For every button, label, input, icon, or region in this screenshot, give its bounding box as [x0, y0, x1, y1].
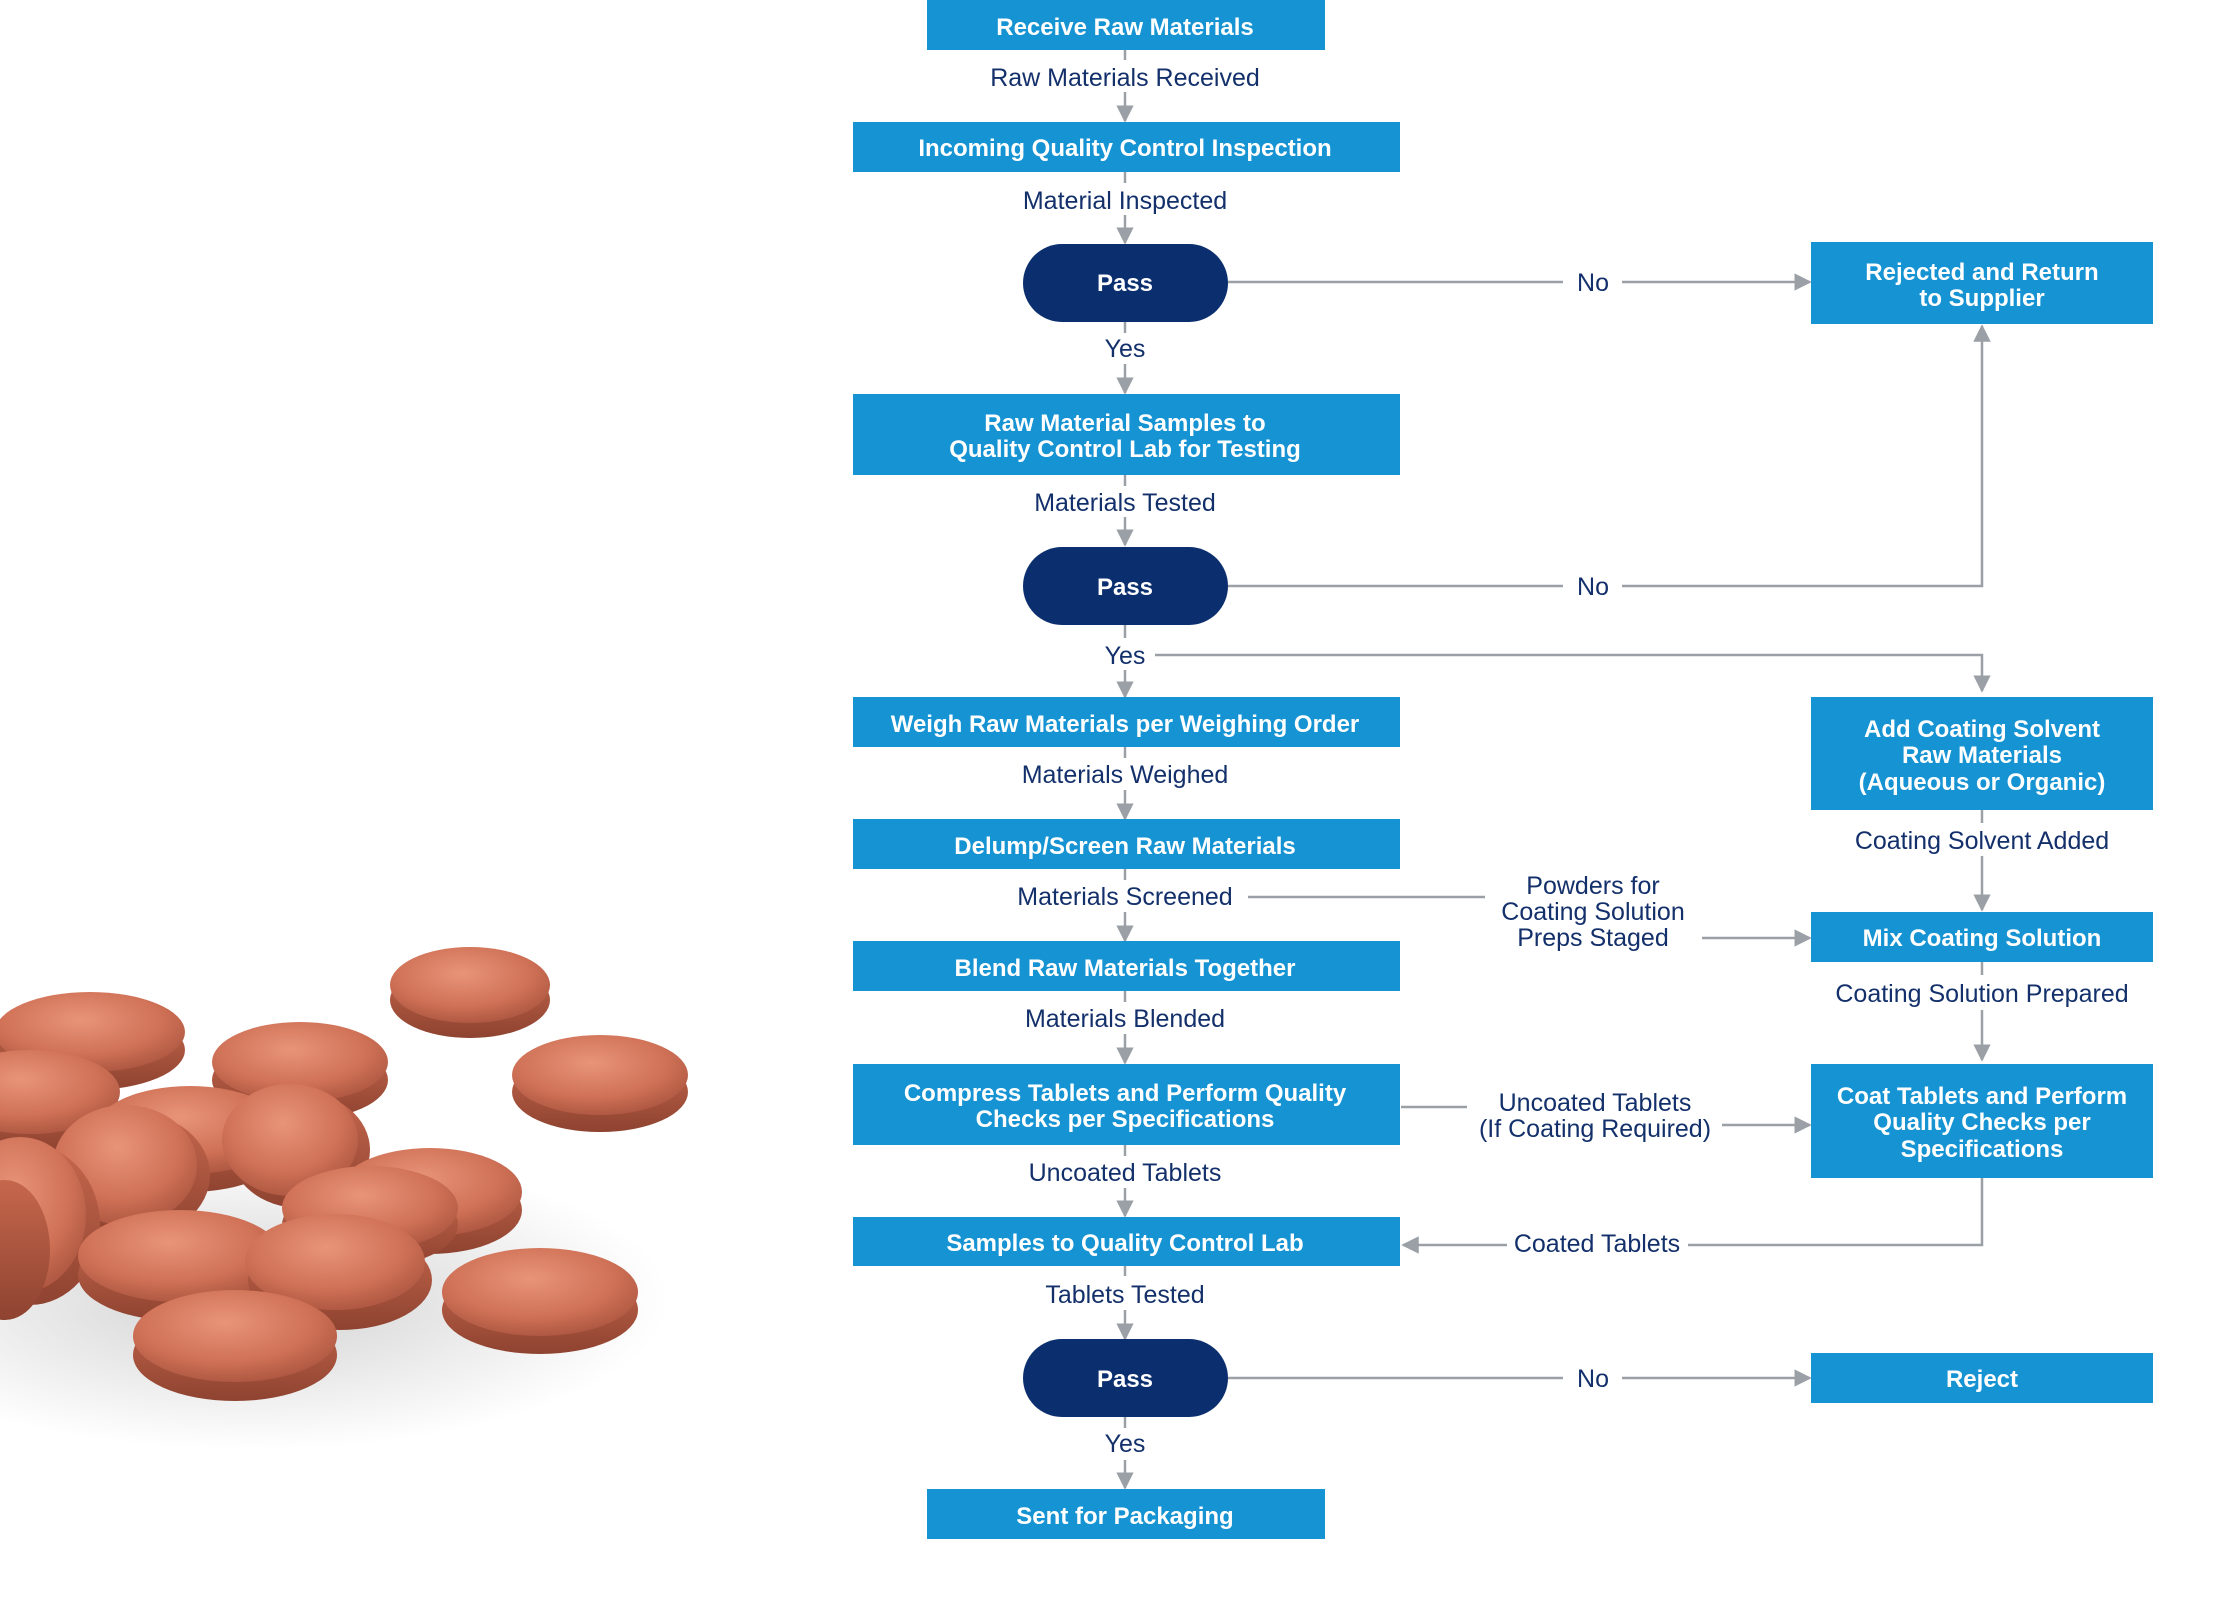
decision-pass-1: Pass	[1023, 244, 1228, 322]
connector	[1622, 324, 1991, 588]
decision-label: Pass	[1097, 270, 1153, 297]
label-yes: Yes	[1105, 1430, 1146, 1458]
label-powders-staged: Coating Solution	[1501, 898, 1684, 926]
label-uncoated-if-required: (If Coating Required)	[1479, 1115, 1711, 1143]
box-label: Samples to Quality Control Lab	[946, 1230, 1303, 1257]
box-mix-coating-solution: Mix Coating Solution	[1811, 912, 2153, 962]
box-samples-to-qc-lab: Samples to Quality Control Lab	[853, 1217, 1400, 1266]
pill	[442, 1248, 638, 1354]
box-label: Quality Checks per	[1873, 1109, 2090, 1136]
box-label: Weigh Raw Materials per Weighing Order	[891, 711, 1360, 738]
box-coat-tablets: Coat Tablets and Perform Quality Checks …	[1811, 1064, 2153, 1178]
label-coated-tablets: Coated Tablets	[1514, 1230, 1680, 1258]
box-label: Raw Materials	[1902, 742, 2062, 769]
box-label: Coat Tablets and Perform	[1837, 1083, 2127, 1110]
decision-pass-3: Pass	[1023, 1339, 1228, 1417]
box-label: Receive Raw Materials	[996, 14, 1253, 41]
box-add-coating-solvent: Add Coating Solvent Raw Materials (Aqueo…	[1811, 697, 2153, 810]
connectors	[1116, 50, 1991, 1490]
pill	[512, 1035, 688, 1132]
box-sent-for-packaging: Sent for Packaging	[927, 1489, 1325, 1539]
label-materials-blended: Materials Blended	[1025, 1005, 1225, 1033]
box-raw-material-samples: Raw Material Samples to Quality Control …	[853, 394, 1400, 475]
box-label: Raw Material Samples to	[984, 410, 1265, 437]
box-label: Delump/Screen Raw Materials	[954, 833, 1295, 860]
label-no: No	[1577, 573, 1609, 601]
box-label: Specifications	[1901, 1136, 2064, 1163]
box-incoming-qc-inspection: Incoming Quality Control Inspection	[853, 122, 1400, 172]
box-label: Rejected and Return	[1865, 259, 2098, 286]
box-label: (Aqueous or Organic)	[1859, 769, 2106, 796]
label-raw-materials-received: Raw Materials Received	[990, 64, 1260, 92]
label-powders-staged: Powders for	[1526, 872, 1659, 900]
label-materials-weighed: Materials Weighed	[1022, 761, 1229, 789]
box-weigh-raw-materials: Weigh Raw Materials per Weighing Order	[853, 697, 1400, 747]
pill	[0, 1180, 50, 1320]
label-powders-staged: Preps Staged	[1517, 924, 1669, 952]
label-uncoated-tablets: Uncoated Tablets	[1029, 1159, 1222, 1187]
label-yes: Yes	[1105, 335, 1146, 363]
label-materials-screened: Materials Screened	[1017, 883, 1232, 911]
decision-boxes: Pass Pass Pass	[1023, 244, 1228, 1417]
label-tablets-tested: Tablets Tested	[1045, 1281, 1204, 1309]
label-uncoated-if-required: Uncoated Tablets	[1499, 1089, 1692, 1117]
box-label: Add Coating Solvent	[1864, 716, 2100, 743]
box-label: Mix Coating Solution	[1863, 925, 2102, 952]
box-reject: Reject	[1811, 1353, 2153, 1403]
box-label: Sent for Packaging	[1016, 1503, 1233, 1530]
box-compress-tablets: Compress Tablets and Perform Quality Che…	[853, 1064, 1400, 1145]
box-label: Incoming Quality Control Inspection	[918, 135, 1331, 162]
decision-label: Pass	[1097, 1366, 1153, 1393]
decision-label: Pass	[1097, 574, 1153, 601]
decision-pass-2: Pass	[1023, 547, 1228, 625]
connector	[1688, 1178, 1984, 1247]
label-materials-tested: Materials Tested	[1034, 489, 1216, 517]
box-blend-raw-materials: Blend Raw Materials Together	[853, 941, 1400, 991]
box-label: Checks per Specifications	[976, 1106, 1275, 1133]
box-label: to Supplier	[1919, 285, 2044, 312]
box-rejected-return-supplier: Rejected and Return to Supplier	[1811, 242, 2153, 324]
label-material-inspected: Material Inspected	[1023, 187, 1227, 215]
label-coating-solvent-added: Coating Solvent Added	[1855, 827, 2109, 855]
pill	[133, 1290, 337, 1401]
label-no: No	[1577, 269, 1609, 297]
box-delump-screen: Delump/Screen Raw Materials	[853, 819, 1400, 869]
flow-labels: Raw Materials Received Material Inspecte…	[990, 64, 2128, 1458]
connector	[1155, 653, 1991, 693]
box-label: Reject	[1946, 1366, 2018, 1393]
label-coating-solution-prepared: Coating Solution Prepared	[1835, 980, 2128, 1008]
process-boxes: Receive Raw Materials Incoming Quality C…	[853, 0, 2153, 1539]
pill-pile-image	[0, 947, 688, 1450]
pill	[390, 947, 550, 1038]
label-no: No	[1577, 1365, 1609, 1393]
box-receive-raw-materials: Receive Raw Materials	[927, 0, 1325, 50]
box-label: Blend Raw Materials Together	[955, 955, 1296, 982]
label-yes: Yes	[1105, 642, 1146, 670]
box-label: Compress Tablets and Perform Quality	[904, 1080, 1347, 1107]
box-label: Quality Control Lab for Testing	[949, 436, 1301, 463]
